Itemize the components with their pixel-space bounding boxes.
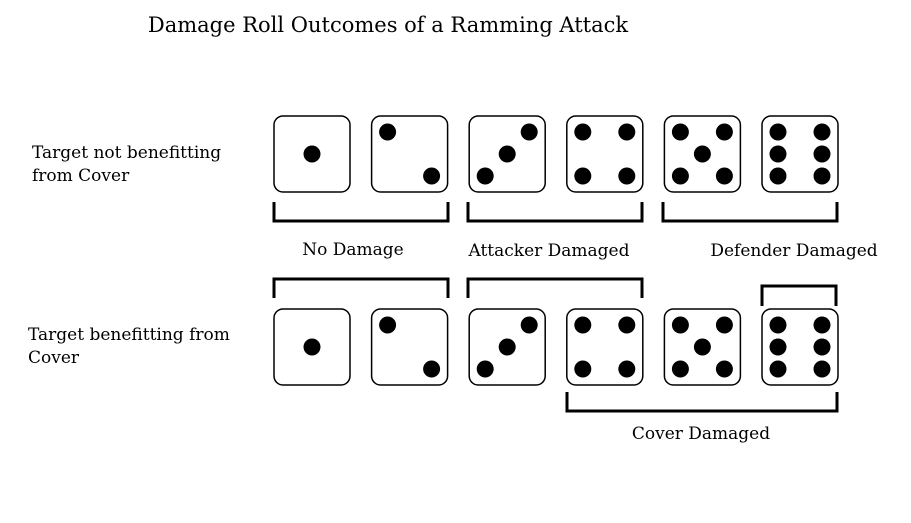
die-pip <box>813 338 831 356</box>
die-pip <box>715 316 733 334</box>
die-pip <box>303 338 321 356</box>
row-2-dice <box>273 308 839 386</box>
die-face-4 <box>566 115 644 193</box>
die-pip <box>769 167 787 185</box>
die-pip <box>618 123 636 141</box>
die-pip <box>618 167 636 185</box>
die-pip <box>618 360 636 378</box>
die-pip <box>423 167 441 185</box>
die-pip <box>769 338 787 356</box>
bracket-row2-dice-1-2 <box>272 277 450 298</box>
die-pip <box>476 167 494 185</box>
die-pip <box>498 145 516 163</box>
row-2-label-line-1: Target benefitting from <box>28 325 230 345</box>
die-pip <box>769 145 787 163</box>
die-pip <box>574 167 592 185</box>
die-pip <box>671 316 689 334</box>
die-pip <box>813 316 831 334</box>
die-face-2 <box>370 308 449 386</box>
die-pip <box>769 123 787 141</box>
die-pip <box>671 123 689 141</box>
die-pip <box>574 316 592 334</box>
die-pip <box>813 145 831 163</box>
group-label-cover-damaged: Cover Damaged <box>632 424 770 444</box>
die-pip <box>303 145 321 163</box>
die-pip <box>693 338 711 356</box>
group-label-attacker-damaged: Attacker Damaged <box>467 241 629 261</box>
die-face-1 <box>273 115 351 193</box>
die-face-3 <box>468 308 546 386</box>
die-pip <box>476 360 494 378</box>
die-pip <box>520 123 538 141</box>
row-1-dice <box>273 115 839 193</box>
die-pip <box>813 360 831 378</box>
die-pip <box>498 338 516 356</box>
diagram-title: Damage Roll Outcomes of a Ramming Attack <box>148 13 629 37</box>
die-pip <box>693 145 711 163</box>
bracket-attacker-damaged <box>466 202 644 223</box>
die-pip <box>574 123 592 141</box>
die-pip <box>715 167 733 185</box>
die-pip <box>715 360 733 378</box>
die-pip <box>618 316 636 334</box>
die-pip <box>379 123 397 141</box>
bracket-row2-die-6 <box>760 284 838 306</box>
row-2-label-line-2: Cover <box>28 348 80 368</box>
die-pip <box>574 360 592 378</box>
die-pip <box>520 316 538 334</box>
bracket-defender-damaged <box>661 202 839 223</box>
row-1-label-line-2: from Cover <box>32 166 130 186</box>
die-face-3 <box>468 115 546 193</box>
die-pip <box>769 360 787 378</box>
die-pip <box>813 123 831 141</box>
group-label-no-damage: No Damage <box>302 240 403 260</box>
die-pip <box>769 316 787 334</box>
bracket-no-damage <box>272 202 450 223</box>
die-pip <box>715 123 733 141</box>
die-pip <box>423 360 441 378</box>
die-face-4 <box>566 308 644 386</box>
die-face-2 <box>370 115 449 193</box>
bracket-cover-damaged <box>565 392 839 413</box>
die-face-1 <box>273 308 351 386</box>
die-pip <box>813 167 831 185</box>
die-face-6 <box>761 115 839 193</box>
die-face-5 <box>663 115 742 193</box>
row-1-label-line-1: Target not benefitting <box>32 143 221 163</box>
die-face-6 <box>761 308 839 386</box>
die-face-5 <box>663 308 742 386</box>
die-pip <box>671 167 689 185</box>
die-pip <box>379 316 397 334</box>
group-label-defender-damaged: Defender Damaged <box>710 241 877 261</box>
die-pip <box>671 360 689 378</box>
bracket-row2-dice-3-4 <box>466 277 644 298</box>
